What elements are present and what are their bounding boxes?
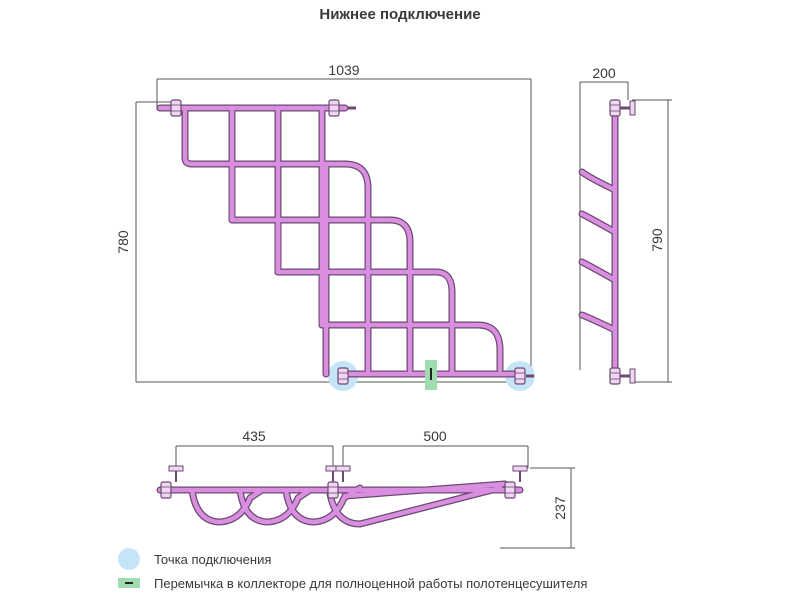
front-flange-bottom-right	[514, 367, 526, 385]
bottom-flange-right	[504, 481, 516, 499]
diagram-title: Нижнее подключение	[319, 6, 481, 23]
dim-depth-side: 200	[592, 65, 616, 81]
legend-connection-label: Точка подключения	[154, 551, 272, 567]
dim-height-front: 780	[115, 230, 131, 254]
side-flange-bottom	[609, 367, 621, 385]
side-view: 200 790	[578, 65, 672, 385]
legend-connection: Точка подключения	[118, 548, 271, 570]
dim-width-front: 1039	[328, 62, 359, 78]
front-flange-top-right	[328, 99, 340, 117]
bottom-flange-left	[160, 481, 172, 499]
front-dimension-lines	[135, 78, 532, 383]
front-flange-bottom-left	[337, 367, 349, 385]
legend-jumper: Перемычка в коллекторе для полноценной р…	[118, 572, 587, 594]
side-dimension-lines	[579, 81, 672, 383]
bottom-view: 435 500 237	[156, 428, 575, 549]
legend-jumper-label: Перемычка в коллекторе для полноценной р…	[154, 575, 588, 591]
dim-height-side: 790	[649, 228, 665, 252]
front-pipes	[157, 105, 518, 377]
front-pipes-outline	[156, 104, 519, 378]
side-flange-top	[609, 99, 621, 117]
dim-bottom-left: 435	[242, 428, 266, 444]
dim-bottom-right: 500	[423, 428, 447, 444]
bottom-flange-mid	[327, 481, 339, 499]
legend-connection-swatch	[118, 548, 140, 570]
legend-jumper-swatch	[118, 578, 140, 588]
front-flange-top-left	[170, 99, 182, 117]
bottom-dimension-lines	[175, 445, 575, 549]
front-view: 1039 780	[115, 62, 535, 391]
dim-bottom-height: 237	[552, 496, 568, 520]
